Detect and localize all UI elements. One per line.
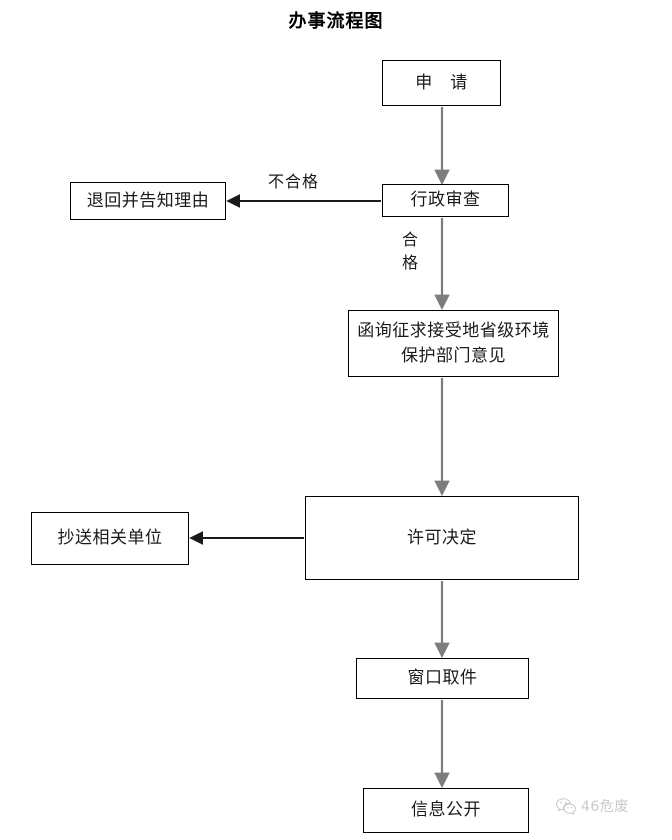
flow-node-administrative-review-label: 行政审查 xyxy=(410,190,481,211)
flow-node-apply-label: 申 请 xyxy=(415,72,468,93)
watermark-text: 46危废 xyxy=(581,799,629,815)
flow-node-return-with-reason-label: 退回并告知理由 xyxy=(86,190,210,211)
page-title: 办事流程图 xyxy=(288,11,384,32)
watermark: 46危废 xyxy=(556,796,629,816)
flow-node-apply[interactable]: 申 请 xyxy=(382,60,501,106)
flow-node-copy-to-related-units[interactable]: 抄送相关单位 xyxy=(31,512,189,565)
flow-node-consult-provincial-department-label: 函询征求接受地省级环境保护部门意见 xyxy=(357,320,550,366)
wechat-icon xyxy=(556,797,576,815)
flow-node-window-pickup-label: 窗口取件 xyxy=(407,668,478,689)
flow-node-information-disclosure[interactable]: 信息公开 xyxy=(363,788,529,833)
edge-label-qualified: 合格 xyxy=(399,231,418,277)
flow-node-information-disclosure-label: 信息公开 xyxy=(411,800,481,821)
flow-node-permit-decision[interactable]: 许可决定 xyxy=(305,496,579,580)
flow-node-consult-provincial-department[interactable]: 函询征求接受地省级环境保护部门意见 xyxy=(348,310,559,377)
flow-node-return-with-reason[interactable]: 退回并告知理由 xyxy=(70,182,226,220)
edge-label-unqualified: 不合格 xyxy=(268,172,320,191)
flow-node-window-pickup[interactable]: 窗口取件 xyxy=(356,658,529,699)
flow-node-copy-to-related-units-label: 抄送相关单位 xyxy=(57,528,163,549)
flow-node-permit-decision-label: 许可决定 xyxy=(407,527,477,548)
flow-node-administrative-review[interactable]: 行政审查 xyxy=(382,184,509,217)
